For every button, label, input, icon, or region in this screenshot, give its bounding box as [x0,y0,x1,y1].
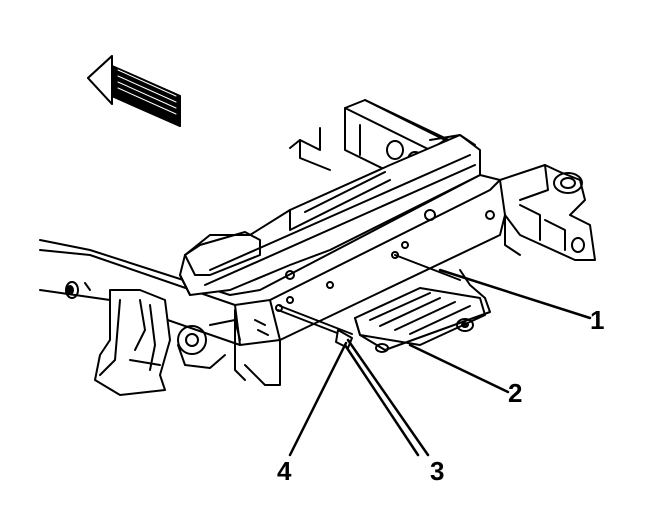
control-module [354,269,491,353]
callout-1: 1 [590,305,605,335]
callout-3: 3 [430,456,445,486]
center-tank [179,134,481,296]
callout-4: 4 [277,456,292,486]
leader-lines [288,268,592,457]
bolt-right [391,251,461,281]
callout-2: 2 [508,378,523,408]
right-frame-bracket [499,164,596,261]
left-frame-mount [65,281,241,396]
forward-arrow-icon [87,55,181,127]
